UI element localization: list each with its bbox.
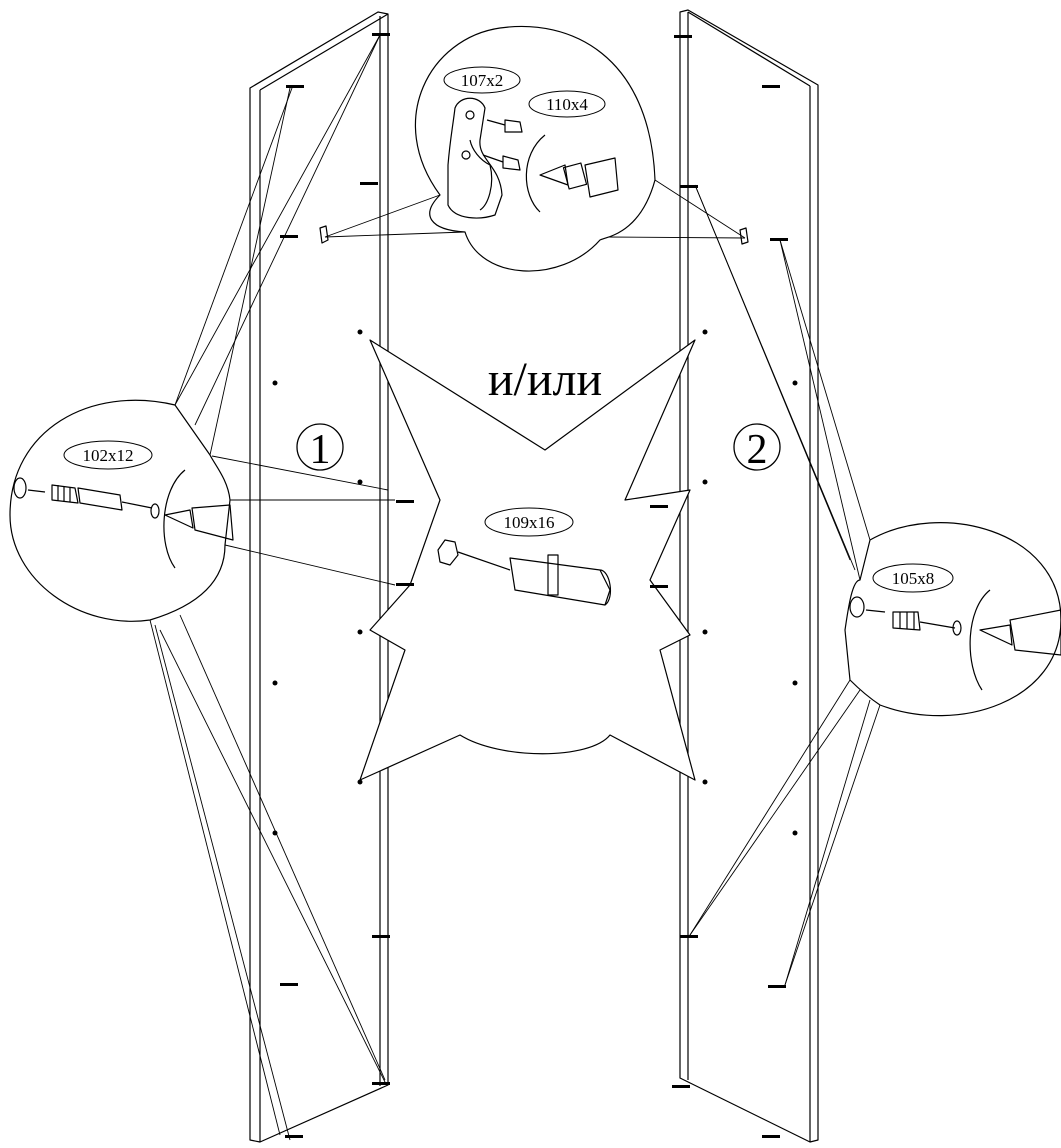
label-110x4: 110x4 xyxy=(528,90,606,118)
cam-right-callout xyxy=(844,522,1061,717)
cam-bolt-icon xyxy=(51,484,160,519)
screwdriver-icon xyxy=(979,609,1061,656)
label-107x2: 107x2 xyxy=(443,66,521,94)
hole-icon xyxy=(13,477,27,499)
panel-number-text: 2 xyxy=(747,427,768,473)
screwdriver-icon xyxy=(164,504,234,541)
label-text: 105x8 xyxy=(892,569,935,588)
cam-bolt-icon xyxy=(892,611,962,636)
or-text: и/или xyxy=(488,353,602,406)
rotation-arrow-icon xyxy=(969,589,991,691)
hook-marker-icon xyxy=(739,227,749,245)
leader-lines xyxy=(149,34,881,1141)
rotation-arrow-icon xyxy=(525,134,546,213)
hook-callout xyxy=(414,25,656,272)
label-105x8: 105x8 xyxy=(872,563,954,593)
panel-2-number: 2 xyxy=(733,423,781,473)
label-109x16: 109x16 xyxy=(484,507,574,537)
label-text: 107x2 xyxy=(461,71,504,90)
hook-marker-icon xyxy=(319,225,329,244)
label-text: 109x16 xyxy=(504,513,555,532)
panel-1 xyxy=(249,11,389,1143)
label-102x12: 102x12 xyxy=(63,440,153,470)
label-text: 110x4 xyxy=(546,95,588,114)
panel-2 xyxy=(679,9,819,1143)
cam-left-callout xyxy=(9,399,234,622)
screw-icon xyxy=(482,119,523,171)
panel-number-text: 1 xyxy=(310,427,331,473)
rotation-arrow-icon xyxy=(163,469,186,569)
label-text: 102x12 xyxy=(83,446,134,465)
hole-icon xyxy=(849,596,865,618)
screwdriver-icon xyxy=(539,157,619,198)
hook-bracket-icon xyxy=(447,97,503,219)
panel-1-number: 1 xyxy=(296,423,344,473)
dowel-callout xyxy=(359,339,696,781)
dowel-icon xyxy=(437,539,612,606)
fixture-markers xyxy=(272,33,798,1138)
